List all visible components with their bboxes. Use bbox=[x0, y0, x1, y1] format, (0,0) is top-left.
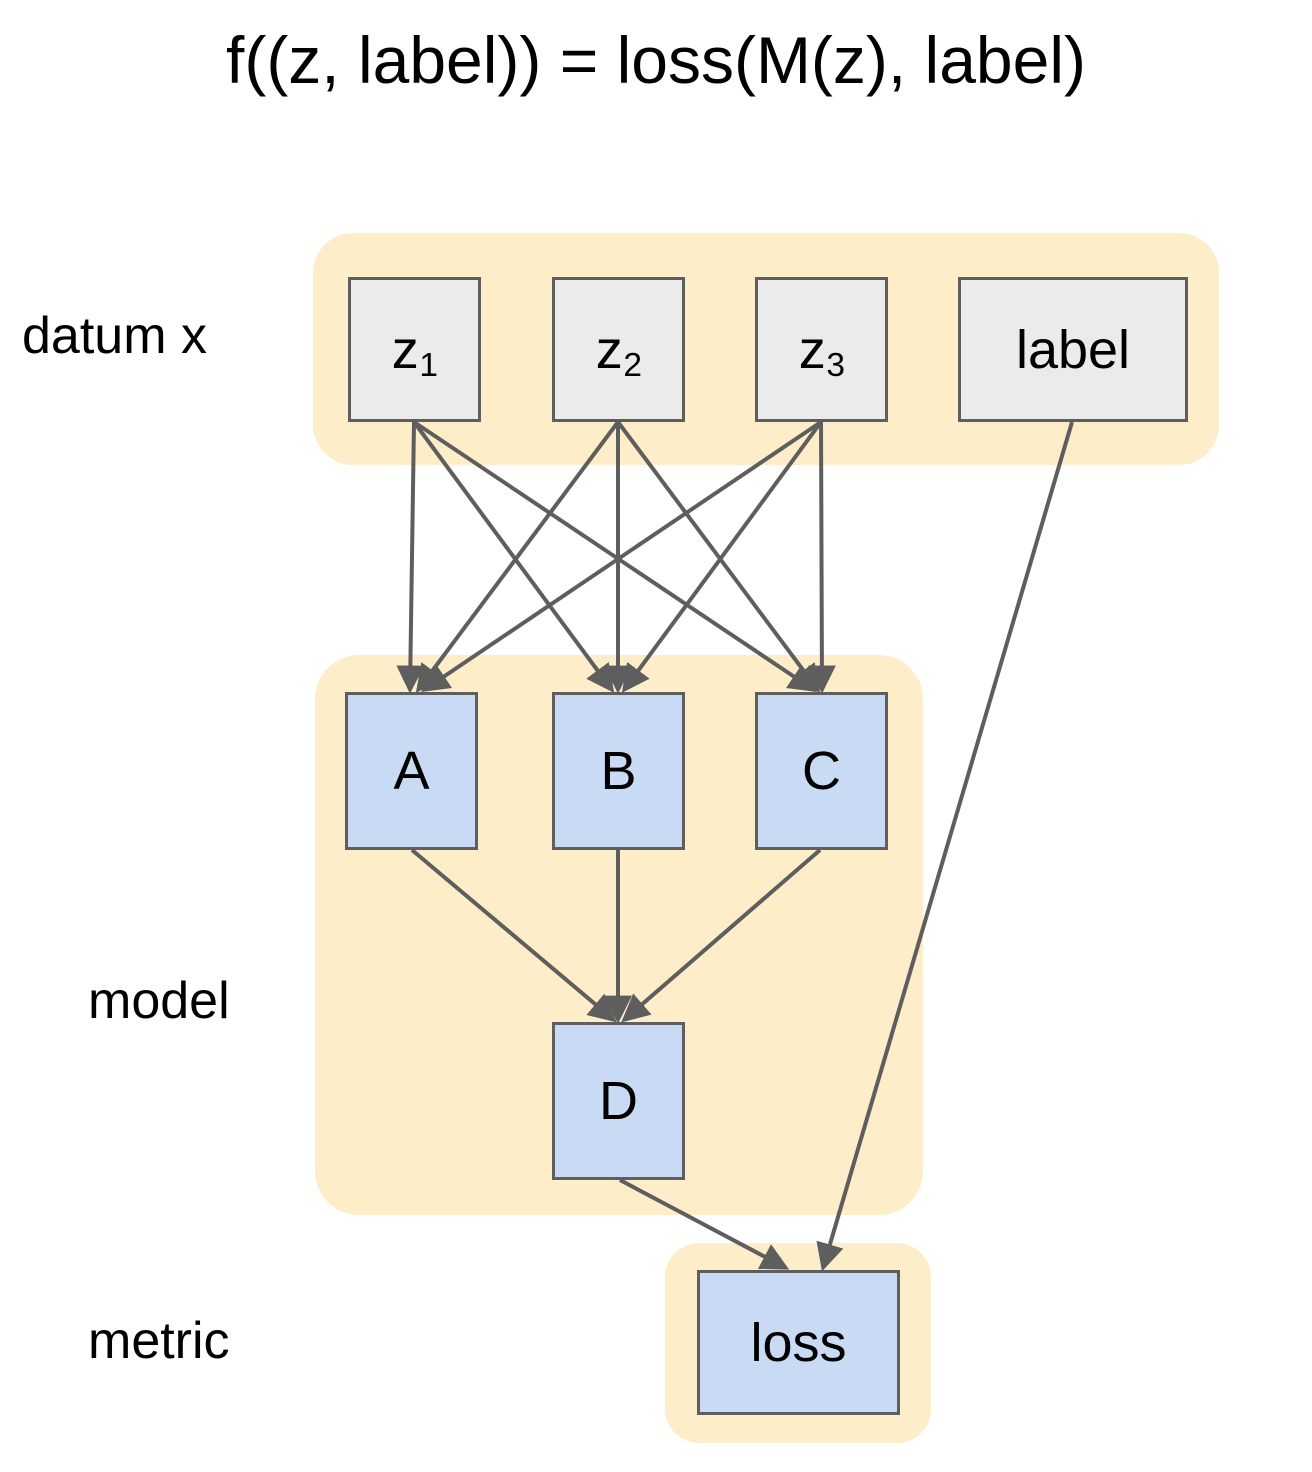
node-label-subscript-z2: 2 bbox=[623, 347, 642, 385]
node-label-base-D: D bbox=[599, 1071, 638, 1131]
node-label-z2: z2 bbox=[595, 319, 642, 383]
node-C[interactable]: C bbox=[755, 692, 888, 850]
node-label-B: B bbox=[600, 744, 636, 798]
edge-z1-to-A bbox=[396, 421, 425, 694]
edge-z3-to-A bbox=[421, 420, 823, 693]
edge-C-to-D bbox=[621, 848, 822, 1023]
edge-label-to-loss bbox=[816, 421, 1074, 1272]
edge-z3-to-B bbox=[621, 420, 823, 693]
node-label-A: A bbox=[393, 744, 429, 798]
edge-z1-to-B bbox=[412, 420, 615, 693]
node-A[interactable]: A bbox=[345, 692, 478, 850]
node-label-loss: loss bbox=[750, 1316, 846, 1370]
node-label-base-loss: loss bbox=[750, 1312, 847, 1373]
diagram-title: f((z, label)) = loss(M(z), label) bbox=[226, 23, 1086, 97]
node-label-base-z2: z bbox=[595, 319, 623, 380]
node-label-C: C bbox=[802, 744, 841, 798]
node-label-base-A: A bbox=[393, 741, 430, 801]
edge-A-to-D bbox=[410, 848, 617, 1023]
edge-z2-to-C bbox=[616, 420, 821, 693]
node-label-z3: z3 bbox=[798, 319, 845, 383]
edge-connectors bbox=[396, 420, 1074, 1272]
group-label-metric: metric bbox=[88, 1312, 230, 1370]
edge-D-to-loss bbox=[619, 1178, 790, 1270]
node-label-base-B: B bbox=[600, 741, 637, 801]
node-z1[interactable]: z1 bbox=[348, 277, 481, 422]
node-z2[interactable]: z2 bbox=[552, 277, 685, 422]
node-label-label: label bbox=[1016, 323, 1130, 377]
node-label-base-z1: z bbox=[391, 319, 419, 380]
group-label-datum: datum x bbox=[22, 307, 207, 365]
edge-z3-to-C bbox=[807, 421, 836, 694]
node-label-base-z3: z bbox=[798, 319, 826, 380]
group-label-model: model bbox=[88, 972, 230, 1030]
node-label-z1: z1 bbox=[391, 319, 438, 383]
edge-z2-to-A bbox=[415, 420, 620, 693]
node-label[interactable]: label bbox=[958, 277, 1188, 422]
node-label-subscript-z3: 3 bbox=[826, 347, 845, 385]
node-B[interactable]: B bbox=[552, 692, 685, 850]
node-D[interactable]: D bbox=[552, 1022, 685, 1180]
edge-z1-to-C bbox=[412, 420, 817, 693]
node-label-D: D bbox=[599, 1074, 638, 1128]
node-z3[interactable]: z3 bbox=[755, 277, 888, 422]
node-loss[interactable]: loss bbox=[697, 1270, 900, 1415]
node-label-base-C: C bbox=[802, 741, 841, 801]
node-label-base-label: label bbox=[1015, 319, 1131, 380]
node-label-subscript-z1: 1 bbox=[419, 347, 438, 385]
